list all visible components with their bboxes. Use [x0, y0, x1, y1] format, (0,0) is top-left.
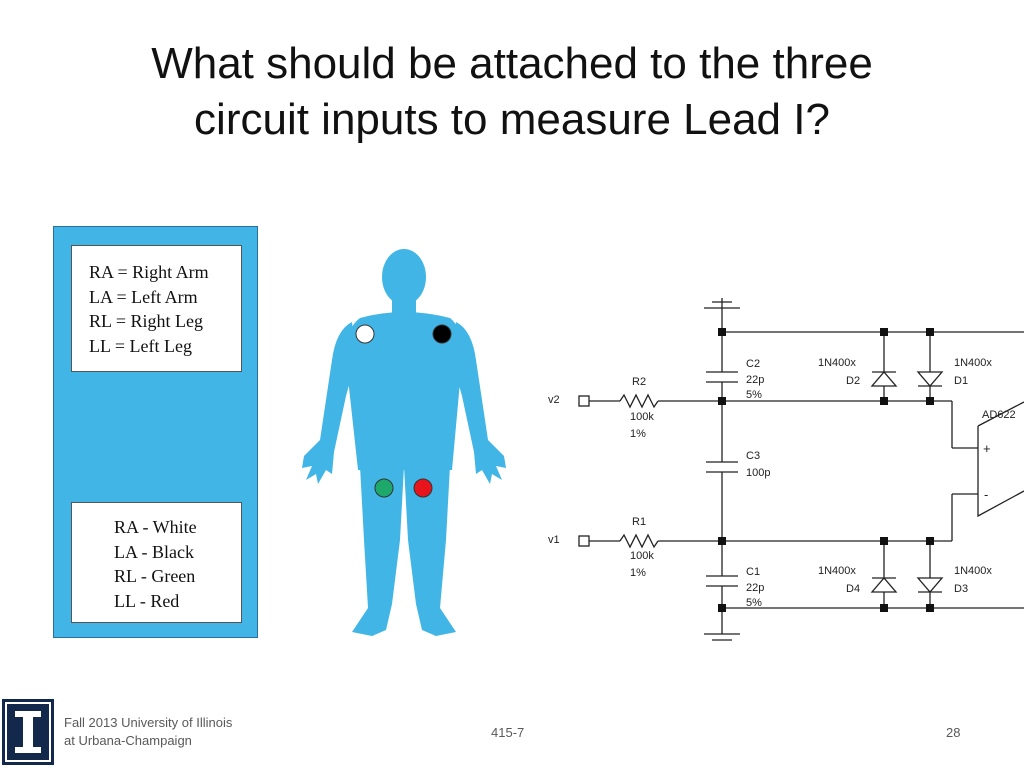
r2-label: R2 — [632, 376, 646, 388]
footer-institution-line-1: Fall 2013 University of Illinois — [64, 715, 233, 730]
opamp-plus: + — [983, 441, 991, 456]
d2-label: D2 — [846, 375, 860, 387]
d1-label: D1 — [954, 375, 968, 387]
input-v1-label: v1 — [548, 534, 560, 546]
legend-rl: RL = Right Leg — [89, 311, 203, 331]
footer-institution: Fall 2013 University of Illinois at Urba… — [64, 714, 232, 750]
legend-ra: RA = Right Arm — [89, 262, 209, 282]
electrode-ra — [355, 324, 375, 344]
c1-value: 22p — [746, 582, 764, 594]
body-silhouette — [302, 249, 506, 636]
c2-value: 22p — [746, 374, 764, 386]
r1-value: 100k — [630, 550, 654, 562]
legend-la: LA = Left Arm — [89, 286, 198, 307]
input-v2-label: v2 — [548, 394, 560, 406]
d4-part: 1N400x — [818, 565, 856, 577]
r1-tolerance: 1% — [630, 567, 646, 579]
abbreviation-legend: RA = Right Arm LA = Left Arm RL = Right … — [71, 245, 242, 372]
c2-label: C2 — [746, 358, 760, 370]
d4-label: D4 — [846, 583, 860, 595]
color-ra: RA - White — [114, 517, 197, 537]
title-line-2: circuit inputs to measure Lead I? — [194, 95, 830, 144]
color-rl: RL - Green — [114, 566, 196, 586]
footer-course: 415-7 — [491, 725, 525, 740]
color-ll: LL - Red — [114, 590, 180, 611]
opamp-label: AD622 — [982, 409, 1016, 421]
color-legend: RA - White LA - Black RL - Green LL - Re… — [71, 502, 242, 623]
page-number: 28 — [946, 725, 961, 740]
c1-label: C1 — [746, 566, 760, 578]
electrode-ll — [413, 478, 433, 498]
r1-label: R1 — [632, 516, 646, 528]
c1-tolerance: 5% — [746, 597, 762, 609]
c3-label: C3 — [746, 450, 760, 462]
c3-value: 100p — [746, 467, 770, 479]
legend-panel: RA = Right Arm LA = Left Arm RL = Right … — [53, 226, 258, 638]
title-line-1: What should be attached to the three — [151, 39, 873, 88]
c2-tolerance: 5% — [746, 389, 762, 401]
d2-part: 1N400x — [818, 357, 856, 369]
d3-label: D3 — [954, 583, 968, 595]
d3-part: 1N400x — [954, 565, 992, 577]
d1-part: 1N400x — [954, 357, 992, 369]
color-la: LA - Black — [114, 541, 194, 562]
electrode-la — [432, 324, 452, 344]
body-figure — [302, 249, 506, 636]
footer-institution-line-2: at Urbana-Champaign — [64, 733, 192, 748]
legend-ll: LL = Left Leg — [89, 335, 192, 356]
university-logo — [2, 699, 54, 765]
slide-title: What should be attached to the three cir… — [0, 36, 1024, 148]
electrode-rl — [374, 478, 394, 498]
r2-tolerance: 1% — [630, 428, 646, 440]
circuit-schematic: v2 v1 R2 100k 1% R1 100k 1% C2 22p 5% C3… — [548, 298, 1024, 641]
opamp-minus: - — [984, 487, 988, 502]
r2-value: 100k — [630, 411, 654, 423]
